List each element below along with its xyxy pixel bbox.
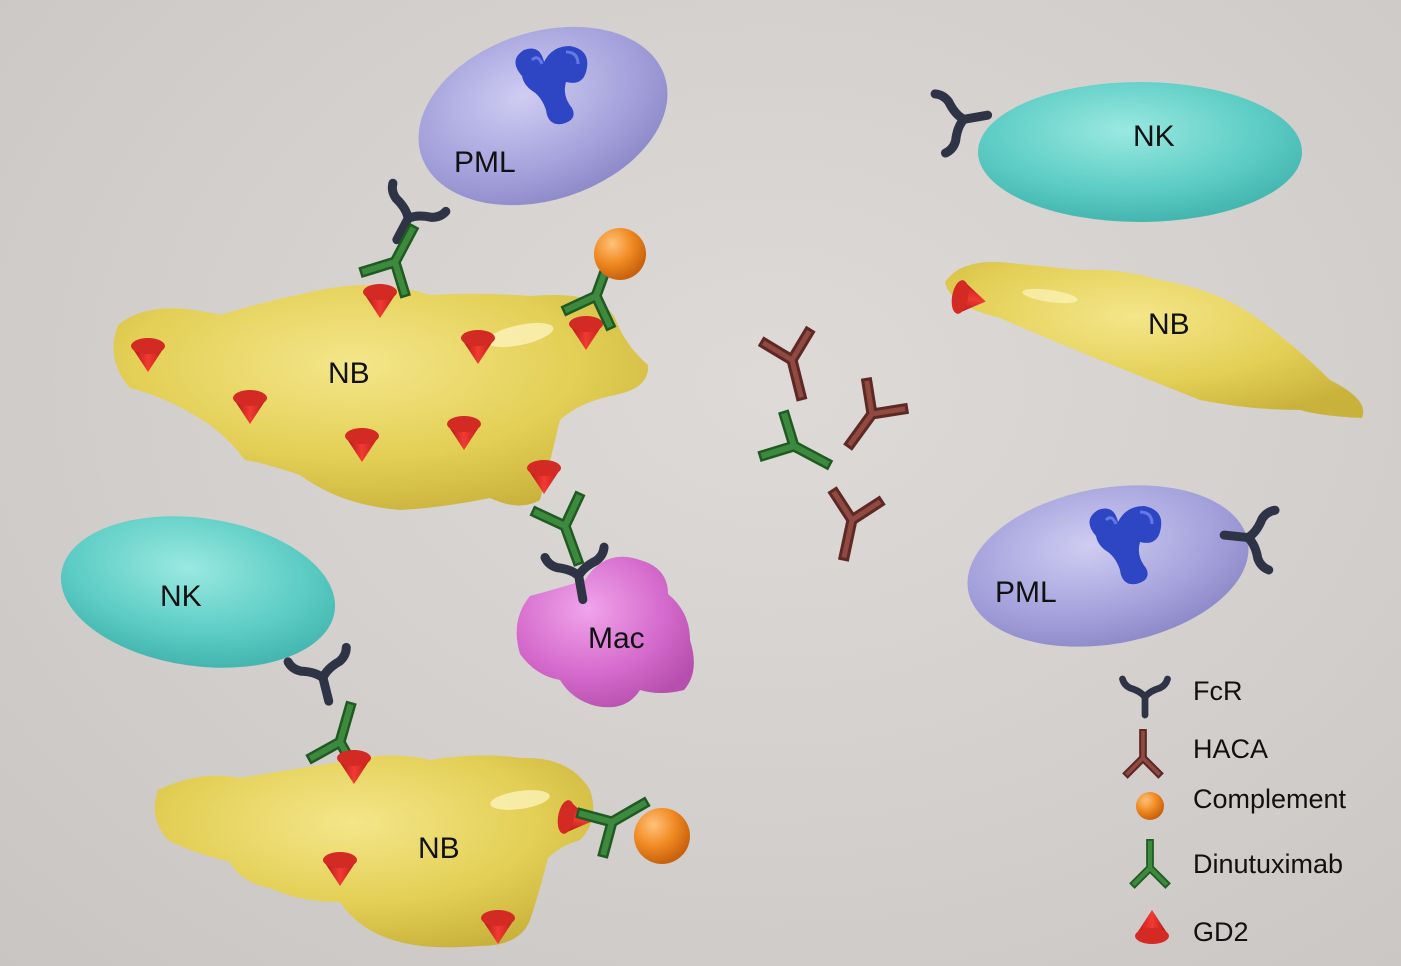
legend-label-gd2: GD2 bbox=[1193, 917, 1249, 947]
gd2-icon bbox=[1135, 910, 1169, 944]
dinutuximab-antibody bbox=[764, 416, 836, 482]
pml-cell-top bbox=[418, 26, 668, 206]
haca-antibody bbox=[765, 333, 822, 400]
complement-sphere bbox=[594, 228, 646, 280]
legend-item-fcr: FcR bbox=[1123, 676, 1243, 715]
haca-antibody bbox=[833, 383, 903, 456]
legend-item-gd2: GD2 bbox=[1135, 910, 1249, 947]
nb-cell-top-left bbox=[113, 285, 649, 510]
complement-icon bbox=[1136, 792, 1164, 820]
fcr-receptor bbox=[288, 647, 358, 708]
pml-cell-right bbox=[967, 485, 1249, 647]
nb-label-bottom-left: NB bbox=[418, 832, 460, 865]
legend-label-dinutuximab: Dinutuximab bbox=[1193, 849, 1343, 879]
nk-cell-bottom-left bbox=[60, 516, 336, 668]
complement-sphere bbox=[634, 808, 690, 864]
antibody-cluster bbox=[764, 333, 902, 559]
nk-cell-top-right bbox=[978, 82, 1302, 222]
nb-label-top-left: NB bbox=[328, 357, 370, 390]
legend-label-fcr: FcR bbox=[1193, 676, 1243, 706]
dinutuximab-icon bbox=[1135, 843, 1166, 884]
nk-label-top-right: NK bbox=[1133, 120, 1175, 153]
pml-label-right: PML bbox=[995, 576, 1057, 609]
nk-label-bottom-left: NK bbox=[160, 580, 202, 613]
legend-label-haca: HACA bbox=[1193, 734, 1268, 764]
legend-item-dinutuximab: Dinutuximab bbox=[1135, 843, 1343, 884]
nb-cell-right bbox=[945, 261, 1364, 418]
legend: FcR HACA Complement Dinutuximab GD2 bbox=[1123, 676, 1347, 947]
pml-label-top: PML bbox=[454, 146, 516, 179]
mac-cell bbox=[516, 556, 694, 708]
mac-label: Mac bbox=[588, 622, 645, 655]
legend-item-haca: HACA bbox=[1128, 733, 1268, 774]
fcr-icon bbox=[1123, 679, 1168, 715]
legend-item-complement: Complement bbox=[1136, 784, 1347, 820]
legend-label-complement: Complement bbox=[1193, 784, 1347, 814]
haca-icon bbox=[1128, 733, 1159, 774]
haca-antibody bbox=[823, 494, 878, 560]
nb-cell-bottom-left bbox=[154, 755, 594, 948]
nb-label-right: NB bbox=[1148, 308, 1190, 341]
